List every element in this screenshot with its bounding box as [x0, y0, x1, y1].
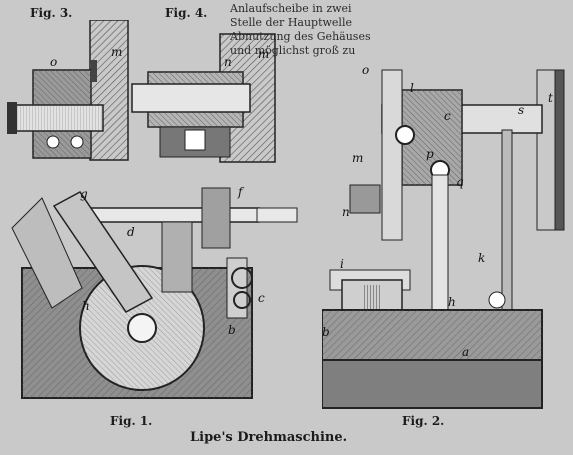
fig2-label: Fig. 2.	[402, 414, 445, 428]
fig4-letter-n: n	[224, 55, 232, 69]
fig2-letter-q: q	[456, 175, 464, 189]
fig2-letter-b: b	[322, 325, 330, 339]
fig2-letter-i: i	[340, 257, 344, 271]
fig3-drawing: o m	[7, 20, 129, 161]
bleed-line: Anlaufscheibe in zwei	[230, 2, 352, 15]
fig2-letter-c: c	[444, 109, 451, 123]
fig1-letter-g: g	[80, 187, 88, 201]
fig2-drawing: o l c s t m p q n i b h k a	[322, 63, 565, 409]
fig2-letter-k: k	[478, 251, 485, 265]
fig1-letter-f: f	[237, 185, 245, 199]
fig2-letter-n: n	[342, 205, 350, 219]
fig2-letter-t: t	[548, 91, 553, 105]
fig3-letter-o: o	[50, 55, 57, 69]
fig2-letter-m: m	[352, 151, 363, 165]
fig1-drawing: g f d c b h	[11, 185, 298, 399]
fig1-letter-b: b	[228, 323, 236, 337]
fig3-label: Fig. 3.	[30, 6, 73, 20]
fig3-letter-m: m	[111, 45, 122, 59]
fig2-letter-a: a	[462, 345, 469, 359]
fig4-label: Fig. 4.	[165, 6, 208, 20]
fig1-label: Fig. 1.	[110, 414, 153, 428]
fig1-letter-d: d	[127, 225, 135, 239]
fig4-letter-m: m	[258, 47, 269, 61]
fig4-drawing: n m	[131, 33, 276, 163]
fig2-letter-o: o	[362, 63, 369, 77]
fig1-letter-h: h	[82, 299, 90, 313]
fig2-letter-h: h	[448, 295, 456, 309]
fig2-letter-s: s	[518, 103, 524, 117]
fig2-letter-l: l	[410, 81, 414, 95]
fig1-letter-c: c	[258, 291, 265, 305]
caption: Lipe's Drehmaschine.	[190, 430, 348, 445]
fig2-letter-p: p	[426, 147, 434, 161]
bleed-line: Stelle der Hauptwelle	[230, 16, 352, 29]
